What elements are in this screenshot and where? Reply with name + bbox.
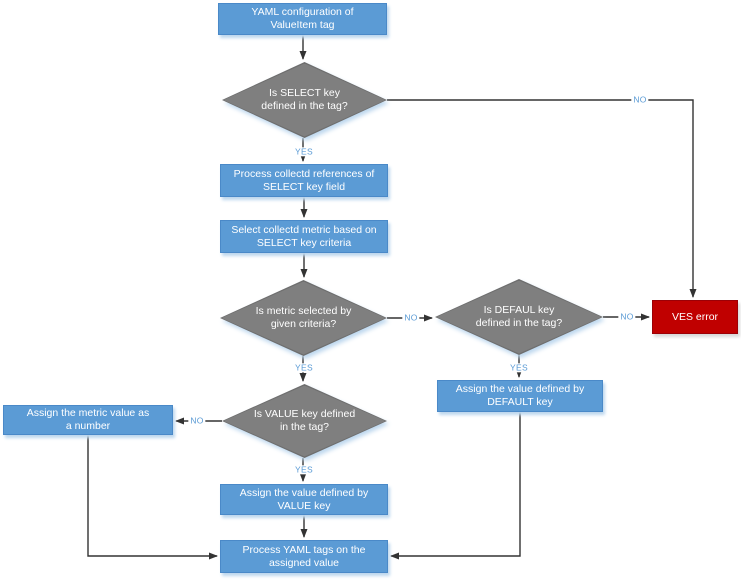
edge-label-select-yes: YES (293, 146, 315, 157)
node-assign-metric-number-label: Assign the metric value as a number (26, 407, 150, 432)
node-decision-select: Is SELECT key defined in the tag? (222, 62, 387, 138)
node-select-metric: Select collectd metric based on SELECT k… (220, 220, 388, 253)
edge-default-to-yamltags (390, 412, 521, 560)
node-process-yaml-tags-label: Process YAML tags on the assigned value (242, 543, 366, 569)
edge-select-no (387, 99, 697, 298)
node-start: YAML configuration of ValueItem tag (218, 3, 387, 35)
node-select-metric-label: Select collectd metric based on SELECT k… (231, 223, 377, 249)
node-process-references-label: Process collectd references of SELECT ke… (233, 167, 375, 193)
node-process-references: Process collectd references of SELECT ke… (220, 164, 388, 197)
node-decision-value: Is VALUE key defined in the tag? (222, 384, 387, 458)
node-ves-error-label: VES error (671, 310, 719, 323)
edge-label-metric-no: NO (402, 312, 420, 323)
node-decision-metric-label: Is metric selected by given criteria? (255, 305, 352, 330)
node-assign-default-label: Assign the value defined by DEFAULT key (455, 383, 585, 408)
edge-label-value-no: NO (188, 415, 206, 426)
edge-label-default-yes: YES (508, 362, 530, 373)
node-decision-default-label: Is DEFAUL key defined in the tag? (475, 304, 563, 329)
edge-label-select-no: NO (631, 94, 649, 105)
node-assign-metric-number: Assign the metric value as a number (3, 405, 173, 435)
edge-label-metric-yes: YES (293, 362, 315, 373)
node-ves-error: VES error (652, 300, 738, 334)
edge-label-value-yes: YES (293, 464, 315, 475)
node-decision-value-label: Is VALUE key defined in the tag? (253, 408, 356, 433)
edge-metricnumber-to-yamltags (87, 435, 218, 560)
node-decision-metric: Is metric selected by given criteria? (220, 280, 387, 356)
node-assign-value-label: Assign the value defined by VALUE key (239, 486, 369, 512)
node-decision-default: Is DEFAUL key defined in the tag? (435, 279, 603, 355)
edge-label-default-no: NO (618, 311, 636, 322)
node-assign-value: Assign the value defined by VALUE key (220, 484, 388, 515)
node-assign-default: Assign the value defined by DEFAULT key (437, 380, 603, 412)
node-process-yaml-tags: Process YAML tags on the assigned value (220, 540, 388, 573)
node-start-label: YAML configuration of ValueItem tag (251, 6, 354, 31)
node-decision-select-label: Is SELECT key defined in the tag? (261, 87, 348, 112)
